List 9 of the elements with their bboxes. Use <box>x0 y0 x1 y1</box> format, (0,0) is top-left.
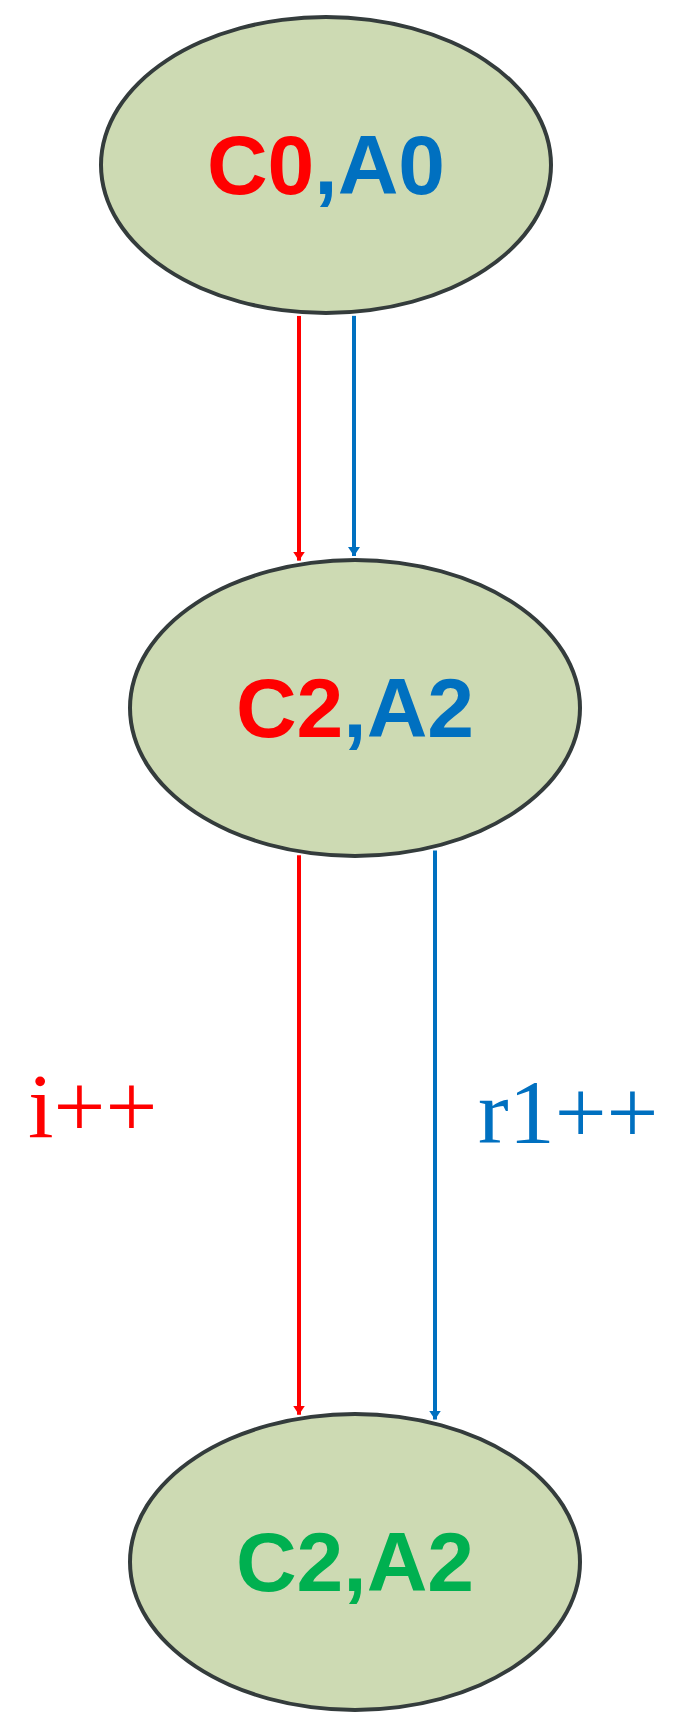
arrow <box>294 315 304 561</box>
arrow <box>430 850 440 1420</box>
arrow <box>294 855 304 1415</box>
arrow <box>349 315 359 556</box>
state-label: C2,A2 <box>235 666 475 750</box>
state-label: C0,A0 <box>206 123 446 207</box>
edge-label: i++ <box>28 1060 158 1152</box>
state-label: C2,A2 <box>235 1520 475 1604</box>
edge-label: r1++ <box>478 1066 659 1158</box>
